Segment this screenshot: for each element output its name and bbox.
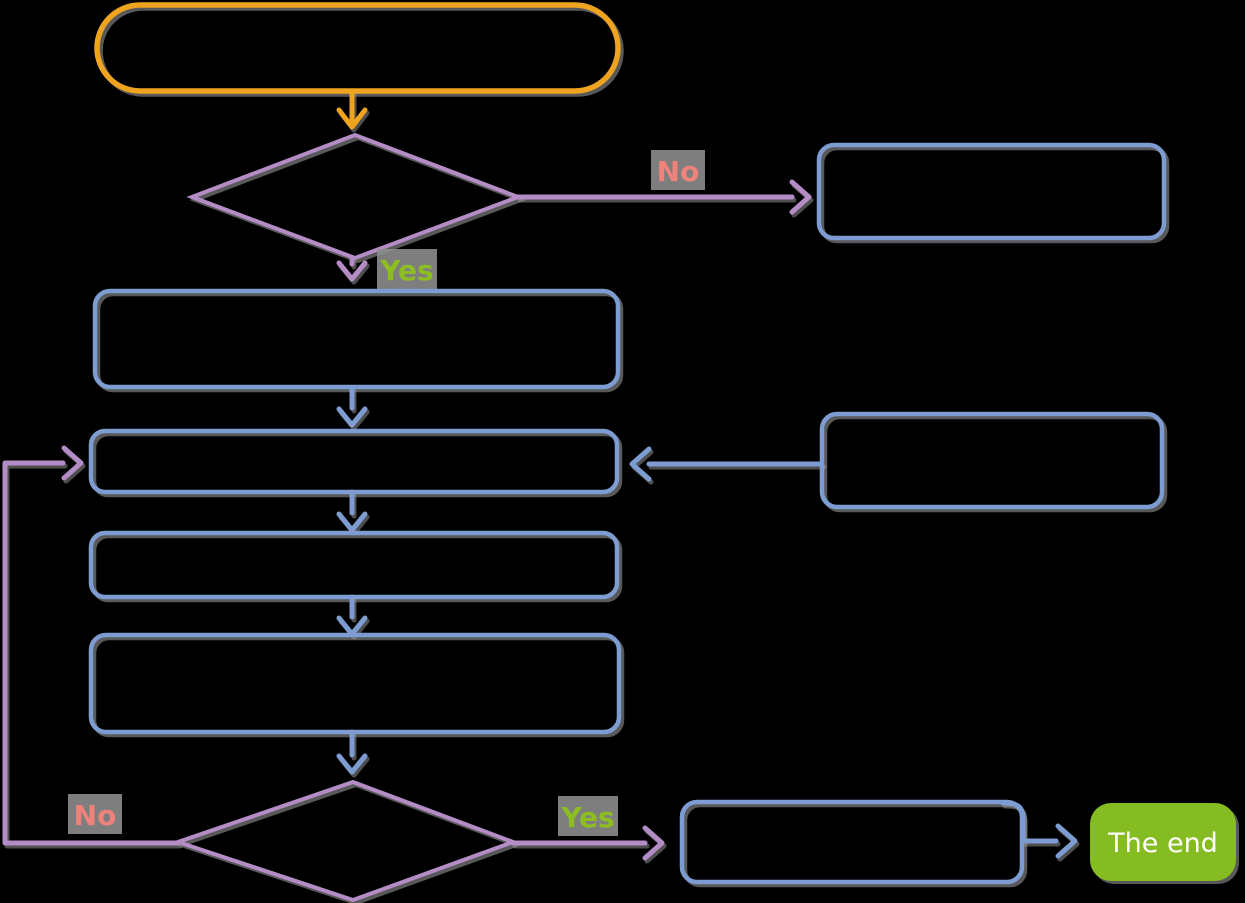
edge-box3-box4 xyxy=(336,594,368,637)
yes2-label-bg xyxy=(558,796,618,836)
yes1-label: Yes xyxy=(379,254,433,287)
process-box-4 xyxy=(88,632,622,735)
arrowhead-down-icon xyxy=(336,406,368,428)
no-branch-box xyxy=(816,142,1167,241)
end-node-label: The end xyxy=(1107,828,1218,859)
process-box-2 xyxy=(88,428,620,495)
arrowhead-right-icon xyxy=(789,179,812,215)
edge-bottombox-end-line xyxy=(1000,800,1059,844)
arrowhead-down-icon xyxy=(336,511,368,533)
edge-decision1-yes: Yes xyxy=(336,249,437,289)
right-middle-box xyxy=(819,411,1165,510)
edge-start-to-decision1 xyxy=(336,89,368,130)
edge-bottombox-end xyxy=(1000,800,1078,859)
decision-2-node xyxy=(171,779,519,903)
arrowhead-down-icon xyxy=(336,107,368,130)
arrowhead-right-icon xyxy=(61,445,84,481)
decision-1-node xyxy=(186,132,524,261)
no1-label: No xyxy=(657,155,700,188)
yes2-label: Yes xyxy=(560,801,614,834)
edge-rightbox-box2 xyxy=(629,446,825,482)
start-node xyxy=(94,2,621,94)
arrowhead-down-icon xyxy=(336,260,368,282)
no1-label-bg xyxy=(651,150,705,190)
arrowhead-right-icon xyxy=(642,825,665,861)
process-box-3 xyxy=(88,530,620,600)
arrowhead-left-icon xyxy=(629,446,652,482)
process-box-1 xyxy=(92,288,621,390)
arrowhead-down-icon xyxy=(336,753,368,775)
no2-label: No xyxy=(74,799,117,832)
bottom-box xyxy=(679,799,1025,885)
edge-box1-box2 xyxy=(336,385,368,428)
no2-label-bg xyxy=(68,794,122,834)
arrowhead-down-icon xyxy=(336,615,368,637)
edge-loopback-line xyxy=(2,460,181,846)
edge-decision1-no: No xyxy=(515,150,812,215)
edge-box2-box3 xyxy=(336,489,368,533)
edge-decision2-no-loop: No xyxy=(2,445,181,846)
yes1-label-bg xyxy=(377,249,437,289)
edge-decision2-yes: Yes xyxy=(510,796,665,861)
arrowhead-right-icon xyxy=(1055,823,1078,859)
end-node xyxy=(1090,803,1236,881)
edge-box4-decision2 xyxy=(336,729,368,775)
